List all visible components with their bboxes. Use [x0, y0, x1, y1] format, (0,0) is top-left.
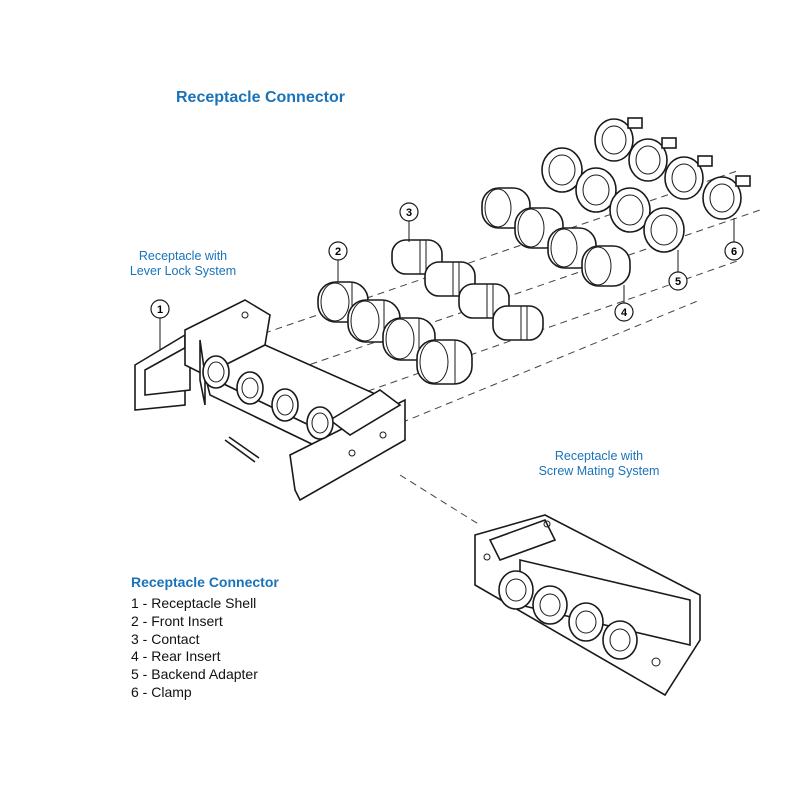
- callout-label: 5: [675, 276, 681, 288]
- backend-adapter: [575, 167, 617, 213]
- clamp: [664, 155, 713, 200]
- backend-adapter: [609, 187, 651, 233]
- front-inserts: [317, 281, 473, 385]
- callout-6: 6: [724, 218, 744, 261]
- backend-adapter: [643, 207, 685, 253]
- callout-4: 4: [614, 285, 634, 322]
- rear-inserts: [481, 187, 631, 287]
- legend-item: 4 - Rear Insert: [131, 648, 221, 665]
- callout-label: 4: [621, 307, 628, 319]
- backend-adapter: [541, 147, 583, 193]
- backend-adapters: [541, 147, 685, 253]
- callout-1: 1: [150, 299, 170, 350]
- legend-title: Receptacle Connector: [131, 574, 279, 590]
- caption-screw-mating: Receptacle with Screw Mating System: [538, 449, 660, 478]
- receptacle-shell-lever-lock: [134, 299, 406, 502]
- receptacle-screw-mating: [474, 514, 701, 697]
- front-insert: [416, 339, 473, 385]
- rear-insert: [581, 245, 631, 287]
- contact: [458, 283, 510, 319]
- page-title: Receptacle Connector: [176, 89, 345, 106]
- clamp: [628, 137, 677, 182]
- clamp: [702, 175, 751, 220]
- contact: [492, 305, 544, 341]
- callout-label: 1: [157, 304, 163, 316]
- callout-3: 3: [399, 202, 419, 242]
- contacts: [391, 239, 544, 341]
- legend: Receptacle Connector 1 - Receptacle Shel…: [131, 574, 279, 702]
- clamps: [594, 117, 751, 220]
- callout-2: 2: [328, 241, 348, 282]
- caption-lever-lock: Receptacle with Lever Lock System: [129, 249, 237, 278]
- callout-label: 3: [406, 207, 412, 219]
- legend-item: 2 - Front Insert: [131, 612, 223, 629]
- callout-label: 6: [731, 246, 737, 258]
- contact: [424, 261, 476, 297]
- callout-5: 5: [668, 250, 688, 291]
- legend-item: 1 - Receptacle Shell: [131, 595, 257, 611]
- legend-item: 6 - Clamp: [131, 683, 192, 700]
- legend-item: 5 - Backend Adapter: [131, 666, 258, 683]
- legend-item: 3 - Contact: [131, 630, 200, 647]
- callout-label: 2: [335, 246, 341, 258]
- clamp: [594, 117, 643, 162]
